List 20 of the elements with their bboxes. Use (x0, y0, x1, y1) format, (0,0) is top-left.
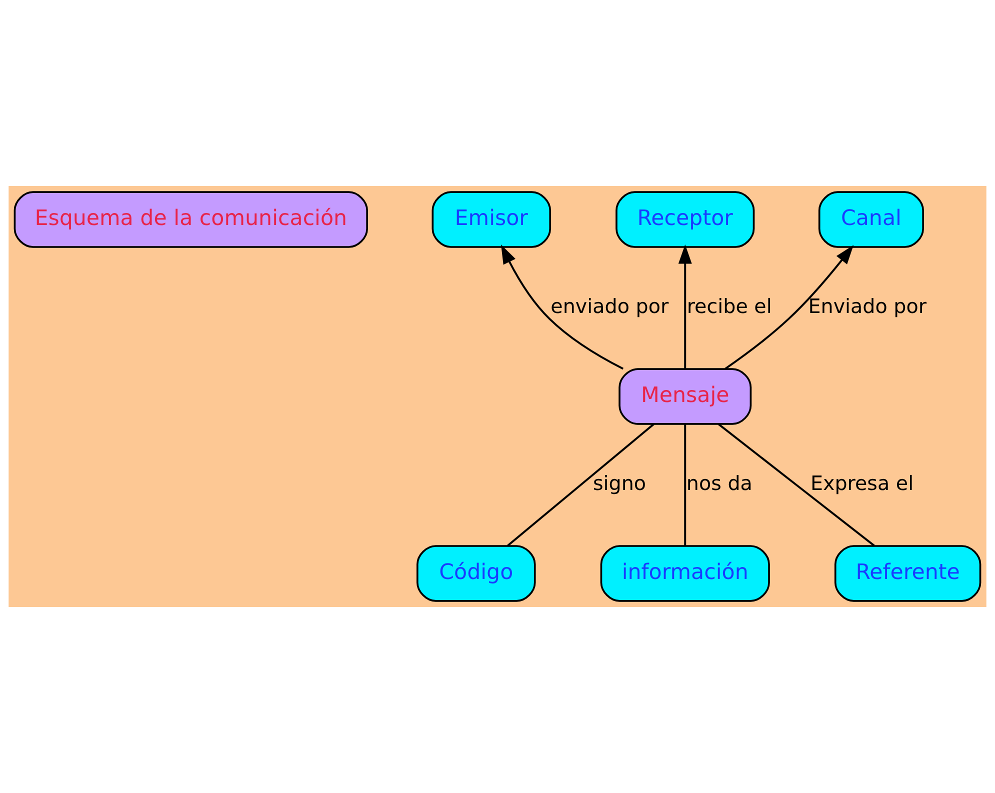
node-box: Emisor (432, 191, 552, 248)
edge-label: enviado por (550, 295, 669, 318)
edge-label: Enviado por (808, 295, 927, 318)
node-box: Canal (818, 191, 924, 248)
node-box: Código (416, 545, 536, 602)
connector (507, 423, 654, 546)
arrow (678, 244, 692, 369)
edge-label: signo (592, 472, 646, 496)
node-box: información (600, 545, 770, 602)
node-box: Mensaje (618, 368, 752, 425)
arrow (724, 245, 854, 370)
arrow (500, 244, 624, 370)
node-box: Referente (834, 545, 982, 602)
edge-label: nos da (686, 472, 752, 496)
edge-label: Expresa el (810, 472, 914, 496)
node-box: Esquema de la comunicación (14, 191, 368, 248)
connector (718, 423, 875, 546)
connector (684, 424, 686, 546)
edge-label: recibe el (686, 295, 772, 318)
node-box: Receptor (616, 191, 755, 248)
